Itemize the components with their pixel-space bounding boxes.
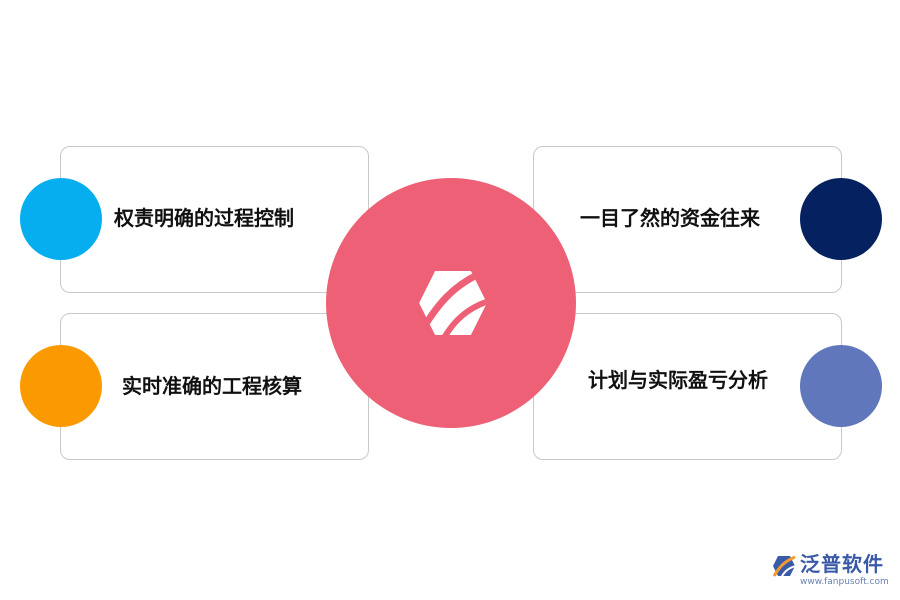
brand-url: www.fanpusoft.com — [800, 577, 889, 587]
dot-navy — [800, 178, 882, 260]
brand-watermark: 泛普软件 www.fanpusoft.com — [770, 552, 895, 596]
label-process-control: 权责明确的过程控制 — [114, 206, 294, 230]
card-bottom-right — [533, 313, 842, 460]
label-fund-transactions: 一目了然的资金往来 — [580, 206, 760, 230]
dot-orange — [20, 345, 102, 427]
label-profit-loss-analysis: 计划与实际盈亏分析 — [588, 368, 768, 392]
dot-cyan — [20, 178, 102, 260]
leaf-hexagon-logo-icon — [419, 271, 487, 335]
center-circle — [326, 178, 576, 428]
card-bottom-left — [60, 313, 369, 460]
fanpu-logo-icon — [772, 555, 796, 578]
brand-name: 泛普软件 — [800, 552, 884, 576]
dot-periwinkle — [800, 345, 882, 427]
label-project-accounting: 实时准确的工程核算 — [122, 374, 302, 398]
card-top-right — [533, 146, 842, 293]
card-top-left — [60, 146, 369, 293]
